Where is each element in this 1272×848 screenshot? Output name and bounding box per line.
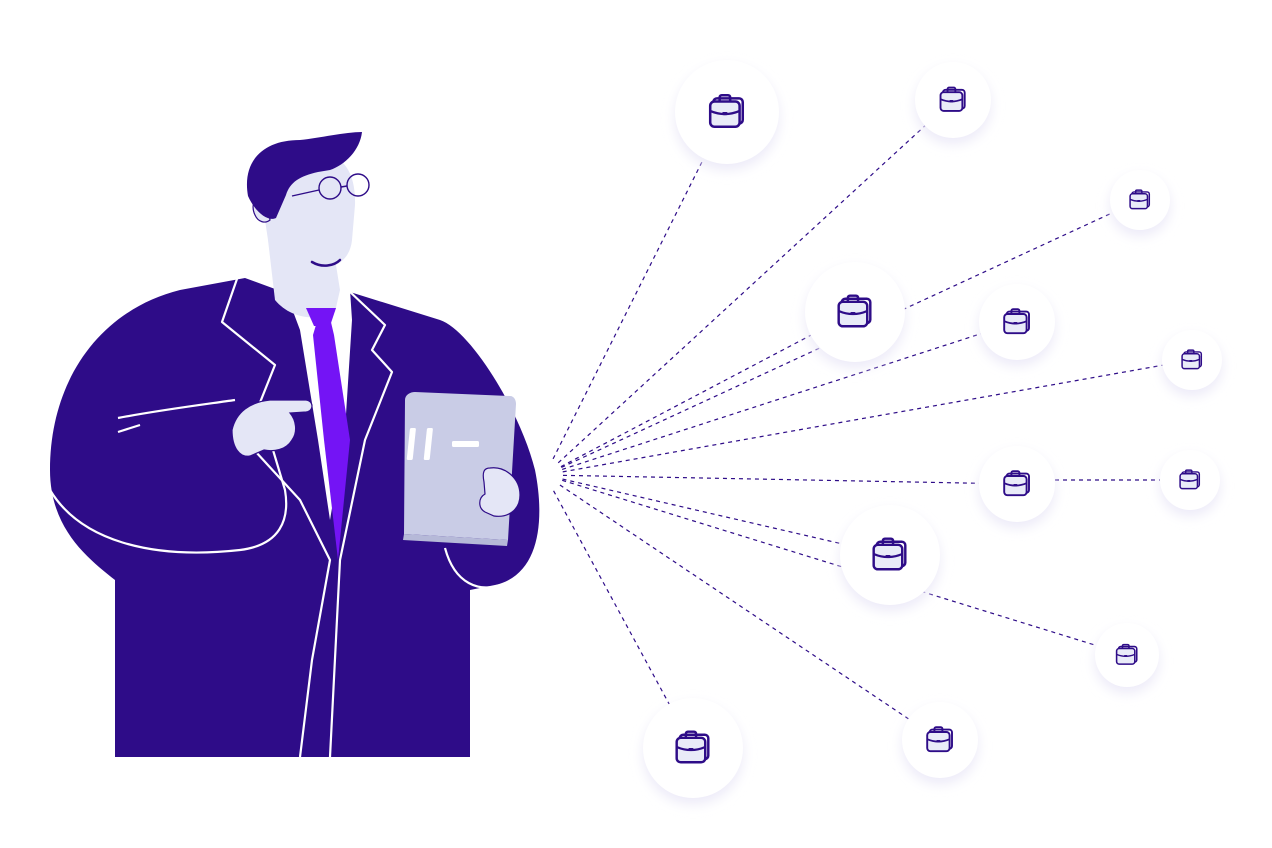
connector-line-1 bbox=[552, 158, 705, 460]
tie-knot bbox=[306, 308, 336, 326]
holding-hand bbox=[479, 467, 521, 517]
connector-line-10 bbox=[562, 479, 1097, 647]
connector-line-3 bbox=[561, 212, 1114, 468]
briefcase-node-11[interactable] bbox=[902, 702, 978, 784]
briefcase-node-1[interactable] bbox=[675, 60, 779, 170]
pointing-hand bbox=[231, 399, 313, 457]
lapel-left bbox=[220, 275, 332, 758]
connector-line-4 bbox=[560, 334, 812, 468]
briefcase-nodes bbox=[643, 60, 1222, 804]
left-arm-crease bbox=[117, 398, 236, 434]
left-arm bbox=[49, 439, 288, 554]
connector-line-5 bbox=[561, 333, 982, 471]
briefcase-node-6[interactable] bbox=[1162, 330, 1222, 396]
connector-line-11 bbox=[559, 484, 909, 720]
connector-lines bbox=[552, 125, 1163, 720]
briefcase-node-2[interactable] bbox=[915, 62, 991, 144]
hair bbox=[246, 132, 362, 219]
briefcase-node-8[interactable] bbox=[1160, 450, 1220, 516]
briefcase-node-7[interactable] bbox=[979, 446, 1055, 528]
lapel-right bbox=[328, 289, 394, 758]
briefcase-node-10[interactable] bbox=[1095, 623, 1159, 693]
connector-line-6 bbox=[562, 364, 1163, 473]
connector-line-2 bbox=[557, 125, 926, 464]
connector-line-12 bbox=[553, 490, 670, 705]
connector-line-7 bbox=[562, 474, 980, 484]
right-arm bbox=[443, 547, 501, 589]
briefcase-node-9[interactable] bbox=[840, 505, 940, 611]
briefcase-node-12[interactable] bbox=[643, 698, 743, 804]
briefcase-node-3[interactable] bbox=[1110, 170, 1170, 236]
glasses bbox=[291, 173, 370, 200]
mouth bbox=[310, 258, 342, 267]
briefcase-node-5[interactable] bbox=[979, 284, 1055, 366]
x-logo bbox=[406, 428, 479, 460]
businessman-illustration bbox=[49, 132, 540, 758]
briefcase-node-4[interactable] bbox=[805, 262, 905, 368]
connector-line-9 bbox=[562, 478, 842, 545]
tie bbox=[313, 318, 350, 560]
